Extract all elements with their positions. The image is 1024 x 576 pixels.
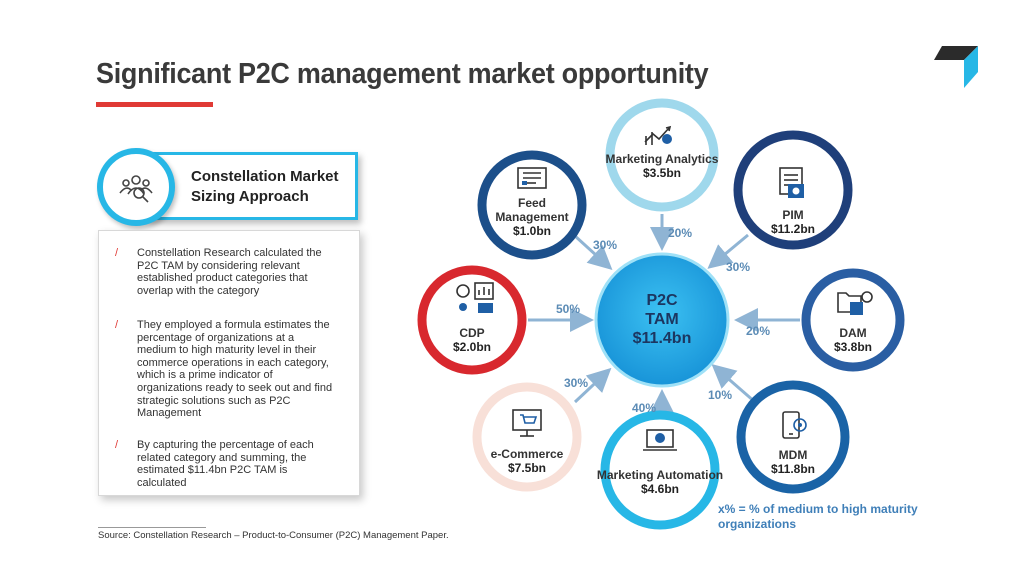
category-name: e-Commerce <box>490 447 564 461</box>
category-value: $11.2bn <box>770 222 816 236</box>
node-marketing-analytics <box>605 98 719 212</box>
bullet-marker: / <box>115 319 119 331</box>
node-mdm <box>736 380 850 494</box>
approach-title: Constellation Market Sizing Approach <box>191 168 339 205</box>
node-label-mdm: MDM $11.8bn <box>728 448 858 476</box>
arrow-feed-management <box>573 234 613 271</box>
category-value: $4.6bn <box>640 482 679 496</box>
bullet-text: Constellation Research calculated the P2… <box>137 247 322 297</box>
chart-trend-icon <box>644 125 672 145</box>
category-name: Marketing Analytics <box>605 152 719 166</box>
node-label-marketing-analytics: Marketing Analytics $3.5bn <box>597 152 727 180</box>
pct-pim: 30% <box>726 260 751 274</box>
people-magnifier-icon <box>119 175 153 203</box>
center-line2: TAM <box>645 311 679 328</box>
category-value: $11.8bn <box>770 462 816 476</box>
mobile-gear-icon <box>782 411 807 439</box>
node-marketing-automation <box>600 410 720 530</box>
pct-marketing-analytics: 20% <box>668 226 693 240</box>
folder-gear-icon <box>837 291 873 315</box>
node-label-marketing-automation: Marketing Automation $4.6bn <box>595 468 725 496</box>
approach-panel: / Constellation Research calculated the … <box>98 230 360 496</box>
approach-bullet: / They employed a formula estimates the … <box>115 319 335 420</box>
category-name: Feed Management <box>495 196 569 224</box>
legend-note: x% = % of medium to high maturity organi… <box>718 502 918 531</box>
source-divider <box>98 527 206 528</box>
category-value: $3.5bn <box>642 166 681 180</box>
node-label-feed-management: Feed Management $1.0bn <box>482 196 582 238</box>
center-tam-circle <box>594 252 730 388</box>
node-label-cdp: CDP $2.0bn <box>407 326 537 354</box>
pct-cdp: 50% <box>556 302 581 316</box>
approach-header: Constellation Market Sizing Approach <box>146 152 358 220</box>
category-name: MDM <box>778 448 808 462</box>
pct-e-commerce: 30% <box>564 376 589 390</box>
node-label-dam: DAM $3.8bn <box>788 326 918 354</box>
bullet-text: By capturing the percentage of each rela… <box>137 439 314 489</box>
node-label-e-commerce: e-Commerce $7.5bn <box>462 447 592 475</box>
node-feed-management <box>477 150 587 260</box>
category-name: PIM <box>782 208 804 222</box>
documents-gear-icon <box>779 167 804 198</box>
feed-list-icon <box>517 167 547 189</box>
arrow-mdm <box>711 364 756 404</box>
data-dashboard-icon <box>456 282 494 313</box>
laptop-gear-icon <box>643 429 677 451</box>
pct-dam: 20% <box>746 324 771 338</box>
approach-icon-circle <box>97 148 175 226</box>
arrow-pim <box>707 233 749 269</box>
node-e-commerce <box>472 382 582 492</box>
bullet-marker: / <box>115 247 119 259</box>
brand-logo <box>934 46 978 88</box>
category-value: $3.8bn <box>833 340 872 354</box>
title-underline <box>96 102 213 107</box>
category-name: Marketing Automation <box>596 468 724 482</box>
center-line1: P2C <box>646 292 678 309</box>
category-value: $7.5bn <box>507 461 546 475</box>
node-label-pim: PIM $11.2bn <box>728 208 858 236</box>
approach-bullet: / Constellation Research calculated the … <box>115 247 335 297</box>
approach-bullet: / By capturing the percentage of each re… <box>115 439 335 489</box>
arrow-e-commerce <box>573 367 612 404</box>
category-value: $1.0bn <box>512 224 551 238</box>
node-cdp <box>417 265 527 375</box>
slide-title: Significant P2C management market opport… <box>96 58 709 90</box>
source-note: Source: Constellation Research – Product… <box>98 530 449 541</box>
node-dam <box>801 268 905 372</box>
monitor-cart-icon <box>512 409 542 437</box>
bullet-marker: / <box>115 439 119 451</box>
center-value: $11.4bn <box>632 330 692 347</box>
pct-marketing-automation: 40% <box>632 401 657 415</box>
center-tam-label: P2C TAM $11.4bn <box>597 291 727 348</box>
node-pim <box>733 130 853 250</box>
pct-mdm: 10% <box>708 388 733 402</box>
bullet-text: They employed a formula estimates the pe… <box>137 319 333 420</box>
pct-feed-management: 30% <box>593 238 618 252</box>
category-name: CDP <box>459 326 485 340</box>
category-name: DAM <box>839 326 867 340</box>
category-value: $2.0bn <box>452 340 491 354</box>
